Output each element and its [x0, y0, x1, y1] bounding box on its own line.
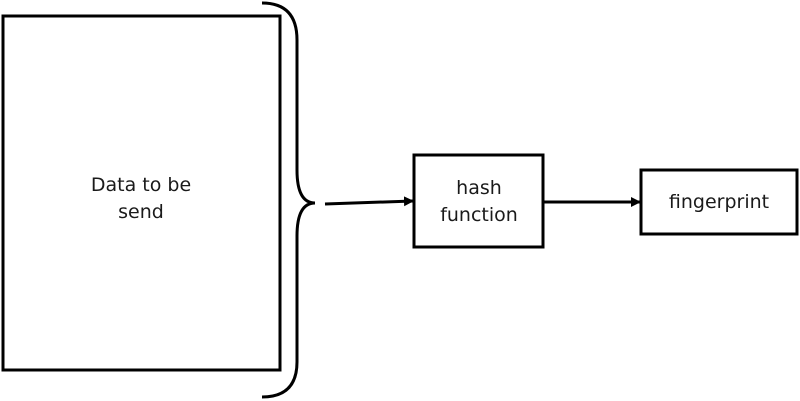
arrow-to-hash	[324, 196, 414, 207]
curly-brace	[261, 1, 316, 399]
fingerprint-label: fingerprint	[669, 191, 769, 213]
hash-box-label-line1: hash	[456, 177, 502, 199]
data-box	[1, 14, 282, 372]
data-box-label-line1: Data to be	[91, 174, 191, 196]
hash-box-label-line2: function	[440, 204, 518, 226]
hash-function-box	[412, 153, 545, 249]
fingerprint-box	[639, 168, 799, 236]
data-box-label-line2: send	[118, 201, 164, 223]
